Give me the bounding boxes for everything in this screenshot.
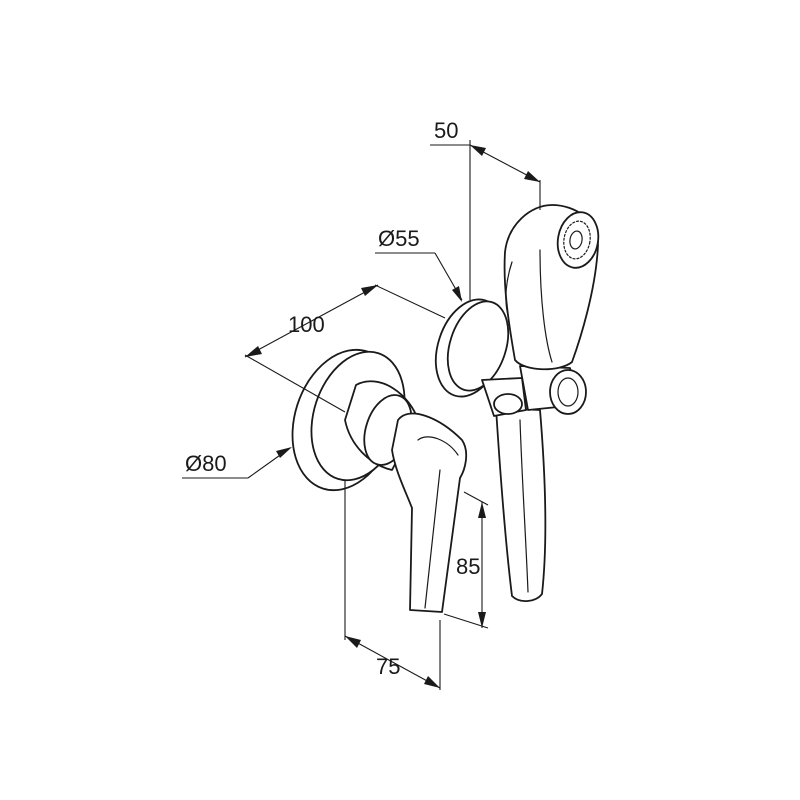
mixer-lever-ridge	[424, 469, 441, 609]
spray-handle-contour	[539, 249, 553, 363]
dim-lever-height: 85	[443, 491, 489, 629]
hose-line	[519, 419, 529, 593]
spray-nozzles	[563, 220, 591, 260]
dim-lever-projection-label: 75	[376, 654, 400, 679]
dim-width-top-label: 50	[434, 118, 458, 143]
dim-depth-label: 100	[288, 312, 325, 337]
mixer-assembly	[291, 348, 468, 613]
dim-lever-projection: 75	[344, 480, 441, 690]
hose	[495, 407, 547, 602]
mixer-lever-edge	[417, 436, 459, 456]
outlet-rosette-front	[446, 300, 510, 392]
holder-knob-center	[557, 377, 579, 407]
dim-outlet-diameter: Ø55	[375, 226, 463, 302]
dim-rosette-diameter: Ø80	[182, 447, 292, 479]
dim-outlet-diameter-label: Ø55	[378, 226, 420, 251]
mixer-lever	[391, 412, 468, 613]
hand-shower-assembly	[434, 204, 600, 602]
dim-depth: 100	[244, 284, 446, 413]
spray-face	[556, 211, 600, 269]
dim-rosette-diameter-label: Ø80	[185, 451, 227, 476]
holder-knob	[549, 369, 587, 415]
dim-lever-height-label: 85	[456, 554, 480, 579]
spray-center	[569, 230, 583, 250]
hose-nut	[493, 393, 523, 415]
spray-trigger	[505, 261, 513, 316]
dim-width-top: 50	[430, 118, 541, 300]
